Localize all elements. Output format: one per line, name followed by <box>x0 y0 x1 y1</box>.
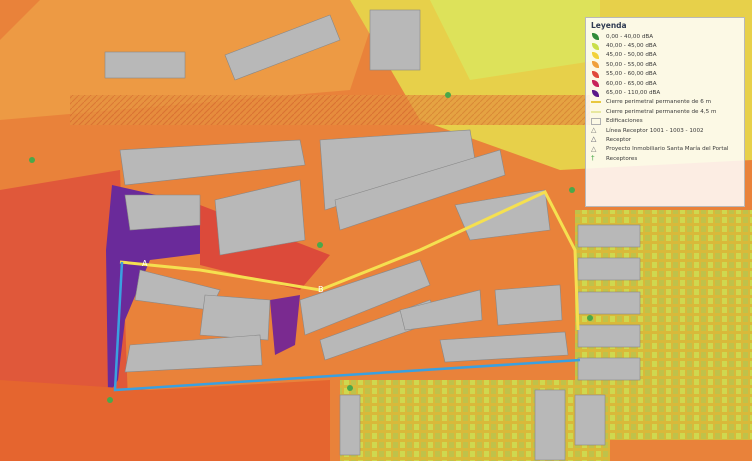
legend-item: Cierre perimetral permanente de 6 m <box>591 98 739 107</box>
legend-item-label: 50,00 - 55,00 dBA <box>606 61 657 68</box>
legend-item-label: 55,00 - 60,00 dBA <box>606 71 657 78</box>
noise-zone-purple-2 <box>270 295 300 355</box>
receptor-label-a: A <box>142 259 148 268</box>
legend-symbol-icon <box>591 117 601 125</box>
map-legend: Leyenda 0,00 - 40,00 dBA 40,00 - 45,00 dB… <box>585 17 745 207</box>
noise-zone-upper-band <box>0 0 380 120</box>
legend-item-label: Edificaciones <box>606 118 643 125</box>
legend-symbol-icon <box>592 89 599 97</box>
legend-symbol-icon <box>592 70 599 78</box>
perimeter-wall-blue <box>113 261 581 392</box>
legend-item-label: 60,00 - 65,00 dBA <box>606 80 657 87</box>
legend-item: 55,00 - 60,00 dBA <box>591 70 739 79</box>
legend-item: 45,00 - 50,00 dBA <box>591 51 739 60</box>
legend-item: Edificaciones <box>591 117 739 126</box>
legend-item-label: 45,00 - 50,00 dBA <box>606 52 657 59</box>
legend-item: 50,00 - 55,00 dBA <box>591 60 739 69</box>
legend-item: Cierre perimetral permanente de 4,5 m <box>591 107 739 116</box>
legend-item: 60,00 - 65,00 dBA <box>591 79 739 88</box>
receptor-label-b: B <box>318 285 324 294</box>
legend-item-label: 65,00 - 110,00 dBA <box>606 90 661 97</box>
legend-item-label: 0,00 - 40,00 dBA <box>606 33 654 40</box>
noise-zone-top-right-light <box>430 0 600 80</box>
legend-symbol-icon <box>592 51 599 59</box>
legend-item-label: 40,00 - 45,00 dBA <box>606 43 657 50</box>
legend-symbol-icon <box>592 61 599 69</box>
buildings <box>104 9 641 461</box>
legend-symbol-icon: † <box>591 154 595 163</box>
legend-item-label: Línea Receptor 1001 - 1003 - 1002 <box>606 127 704 134</box>
legend-title: Leyenda <box>591 21 627 30</box>
legend-item-label: Proyecto Inmobiliario Santa María del Po… <box>606 146 729 153</box>
legend-item: △ Línea Receptor 1001 - 1003 - 1002 <box>591 126 739 135</box>
legend-symbol-icon <box>591 101 601 104</box>
legend-symbol-icon <box>591 110 601 113</box>
legend-item: 0,00 - 40,00 dBA <box>591 32 739 41</box>
legend-item: △ Receptor <box>591 135 739 144</box>
legend-item-label: Cierre perimetral permanente de 6 m <box>606 99 712 106</box>
legend-symbol-icon <box>592 80 599 88</box>
legend-item-label: Receptores <box>606 155 638 162</box>
legend-item: △ Proyecto Inmobiliario Santa María del P… <box>591 145 739 154</box>
noise-zone-purple <box>106 185 230 395</box>
receptor-markers <box>29 92 593 403</box>
legend-symbol-icon <box>592 42 599 50</box>
legend-item-label: Receptor <box>606 136 632 143</box>
legend-item: 65,00 - 110,00 dBA <box>591 88 739 97</box>
legend-item: 40,00 - 45,00 dBA <box>591 41 739 50</box>
legend-item: † Receptores <box>591 154 739 163</box>
legend-symbol-icon: △ <box>591 144 597 153</box>
legend-item-label: Cierre perimetral permanente de 4,5 m <box>606 108 717 115</box>
noise-zone-lower-left <box>0 380 330 461</box>
legend-items: 0,00 - 40,00 dBA 40,00 - 45,00 dBA 45,00 -… <box>591 32 739 163</box>
legend-symbol-icon <box>592 33 599 41</box>
perimeter-wall-yellow <box>119 190 580 331</box>
legend-symbol-icon: △ <box>591 126 597 135</box>
legend-symbol-icon: △ <box>591 135 597 144</box>
residential-lots-bottom <box>340 380 610 461</box>
road-corridor <box>70 95 590 125</box>
